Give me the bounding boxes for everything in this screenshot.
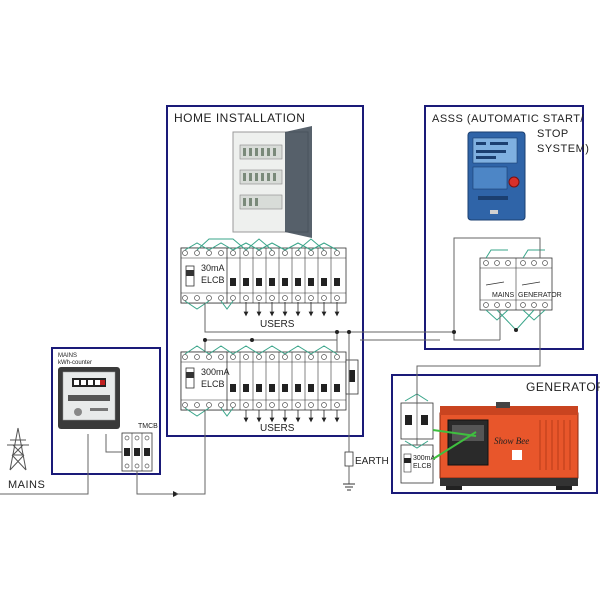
asss-controller-image bbox=[467, 131, 526, 221]
surge-protector bbox=[345, 359, 359, 395]
users-label-bottom: USERS bbox=[260, 423, 295, 434]
generator-elcb-type: ELCB bbox=[413, 463, 432, 470]
asss-frame bbox=[424, 105, 584, 350]
asss-title-line-3: SYSTEM) bbox=[537, 143, 589, 155]
asss-title-line-2: STOP bbox=[537, 128, 569, 140]
distribution-cabinet-image bbox=[232, 126, 312, 238]
earth-electrode bbox=[343, 451, 355, 491]
generator-title: GENERATOR bbox=[526, 380, 600, 394]
earth-label: EARTH bbox=[355, 456, 389, 467]
switch-label-mains: MAINS bbox=[492, 292, 515, 299]
transmission-tower-icon bbox=[7, 427, 29, 471]
user-arrows-bottom bbox=[243, 410, 340, 423]
kwh-meter-image bbox=[58, 367, 120, 429]
junction-dots bbox=[203, 328, 518, 342]
home-installation-title: HOME INSTALLATION bbox=[174, 111, 305, 125]
switch-label-generator: GENERATOR bbox=[518, 292, 562, 299]
asss-title-line-1: ASSS (AUTOMATIC START/ bbox=[432, 113, 584, 125]
home-installation-frame bbox=[166, 105, 364, 437]
elcb-top-rating: 30mA bbox=[201, 263, 225, 273]
breaker-row-bottom bbox=[180, 345, 347, 417]
tmcb-breaker bbox=[121, 432, 153, 472]
generator-image bbox=[439, 402, 579, 490]
elcb-bottom-type: ELCB bbox=[201, 379, 225, 389]
mains-meter-label-line-2: kWh-counter bbox=[58, 360, 92, 366]
generator-breakers bbox=[400, 393, 434, 484]
generator-frame bbox=[391, 374, 598, 494]
tmcb-label: TMCB bbox=[138, 423, 158, 430]
generator-feed-wires bbox=[432, 429, 477, 460]
users-label-top: USERS bbox=[260, 319, 295, 330]
elcb-bottom-rating: 300mA bbox=[201, 367, 230, 377]
user-arrows-top bbox=[243, 302, 340, 317]
elcb-top-type: ELCB bbox=[201, 275, 225, 285]
generator-elcb-rating: 300mA bbox=[413, 455, 436, 462]
generator-brand: Show Bee bbox=[494, 436, 529, 446]
mains-meter-frame bbox=[51, 347, 161, 475]
breaker-row-top bbox=[180, 238, 347, 310]
changeover-switch bbox=[479, 249, 553, 331]
mains-meter-label-line-1: MAINS bbox=[58, 353, 77, 359]
mains-label: MAINS bbox=[8, 479, 45, 491]
